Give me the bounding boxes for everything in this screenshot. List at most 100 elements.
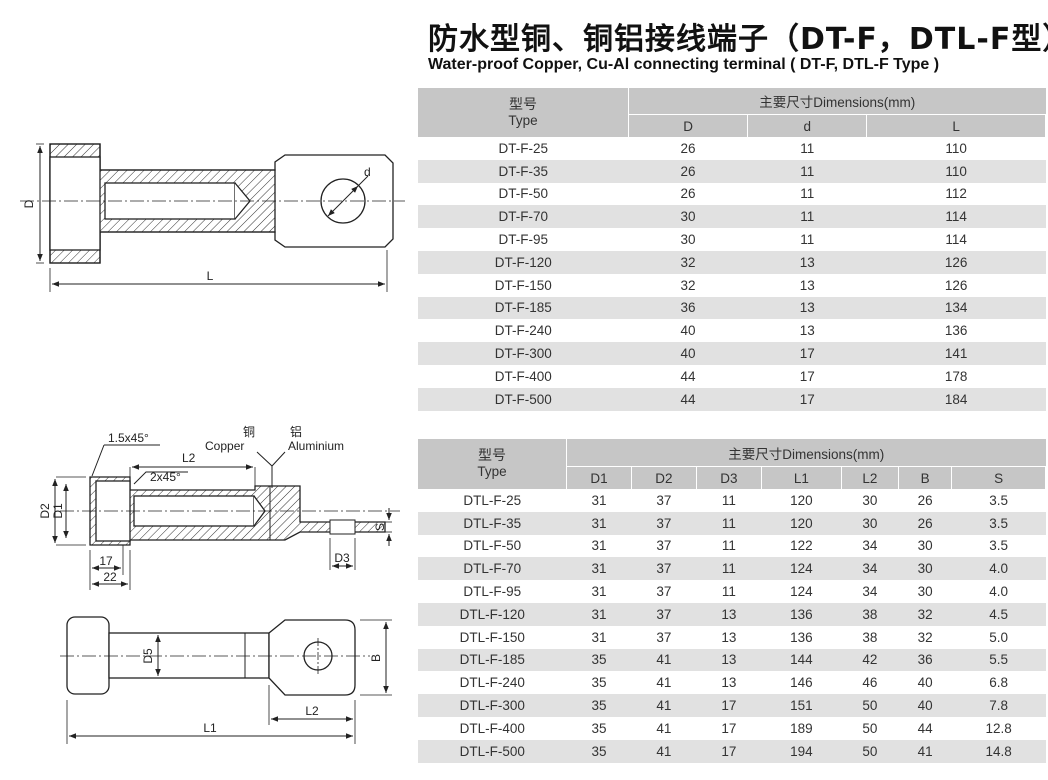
column-header-d: d [747,114,868,137]
value-cell: 13 [747,273,867,297]
value-cell: 136 [866,319,1046,343]
value-cell: 37 [631,511,697,535]
value-cell: 11 [696,534,762,558]
dim-D5-label: D5 [141,648,155,664]
value-cell: 14.8 [951,739,1046,763]
value-cell: 11 [747,205,867,229]
model-cell: DTL-F-25 [418,489,567,512]
value-cell: 126 [866,250,1046,274]
value-cell: 44 [898,716,952,740]
value-cell: 26 [898,511,952,535]
value-cell: 110 [866,137,1046,160]
value-cell: 5.5 [951,648,1046,672]
value-cell: 32 [898,625,952,649]
column-header-d3: D3 [696,466,762,489]
dimensions-header: 主要尺寸Dimensions(mm) [566,439,1046,467]
value-cell: 31 [566,625,632,649]
value-cell: 4.0 [951,580,1046,603]
dim-17-label: 17 [99,554,113,568]
value-cell: 17 [747,342,867,365]
value-cell: 17 [696,739,762,763]
column-header-l: L [866,114,1046,137]
model-cell: DT-F-150 [418,273,629,297]
model-cell: DT-F-50 [418,182,629,206]
value-cell: 11 [747,159,867,183]
value-cell: 38 [841,602,899,626]
top-view-cap [66,616,110,695]
value-cell: 11 [696,511,762,535]
value-cell: 37 [631,534,697,558]
value-cell: 30 [628,228,748,251]
value-cell: 30 [628,205,748,229]
value-cell: 124 [761,580,842,603]
column-header-d: D [628,114,749,137]
copper-en-label: Copper [205,439,244,453]
model-cell: DTL-F-35 [418,511,567,535]
value-cell: 41 [631,739,697,763]
value-cell: 35 [566,739,632,763]
model-cell: DT-F-185 [418,296,629,320]
type-header-en: Type [508,112,538,128]
type-header: 型号 Type [418,88,629,137]
value-cell: 120 [761,511,842,535]
value-cell: 13 [747,296,867,320]
value-cell: 136 [761,602,842,626]
dimensions-header: 主要尺寸Dimensions(mm) [628,88,1046,115]
value-cell: 35 [566,648,632,672]
model-cell: DT-F-500 [418,387,629,411]
value-cell: 50 [841,694,899,717]
copper-cn-label: 铜 [243,424,255,439]
alu-en-label: Aluminium [288,439,344,453]
value-cell: 31 [566,489,632,512]
model-cell: DT-F-240 [418,319,629,343]
value-cell: 41 [898,739,952,763]
value-cell: 32 [628,273,748,297]
value-cell: 34 [841,557,899,581]
value-cell: 37 [631,602,697,626]
value-cell: 36 [628,296,748,320]
value-cell: 30 [898,580,952,603]
value-cell: 40 [898,671,952,695]
value-cell: 11 [747,137,867,160]
column-header-d1: D1 [566,466,632,489]
value-cell: 120 [761,489,842,512]
value-cell: 13 [747,250,867,274]
value-cell: 136 [761,625,842,649]
value-cell: 50 [841,716,899,740]
column-header-l2: L2 [841,466,899,489]
column-header-d2: D2 [631,466,697,489]
value-cell: 31 [566,557,632,581]
dim-D3-label: D3 [334,551,350,565]
dim-d-label: d [364,165,371,179]
value-cell: 146 [761,671,842,695]
column-header-b: B [898,466,953,489]
model-cell: DT-F-25 [418,137,629,160]
value-cell: 126 [866,273,1046,297]
model-cell: DT-F-300 [418,342,629,365]
value-cell: 37 [631,580,697,603]
value-cell: 3.5 [951,534,1046,558]
value-cell: 13 [696,671,762,695]
model-cell: DT-F-120 [418,250,629,274]
value-cell: 3.5 [951,511,1046,535]
model-cell: DTL-F-500 [418,739,567,763]
value-cell: 31 [566,602,632,626]
